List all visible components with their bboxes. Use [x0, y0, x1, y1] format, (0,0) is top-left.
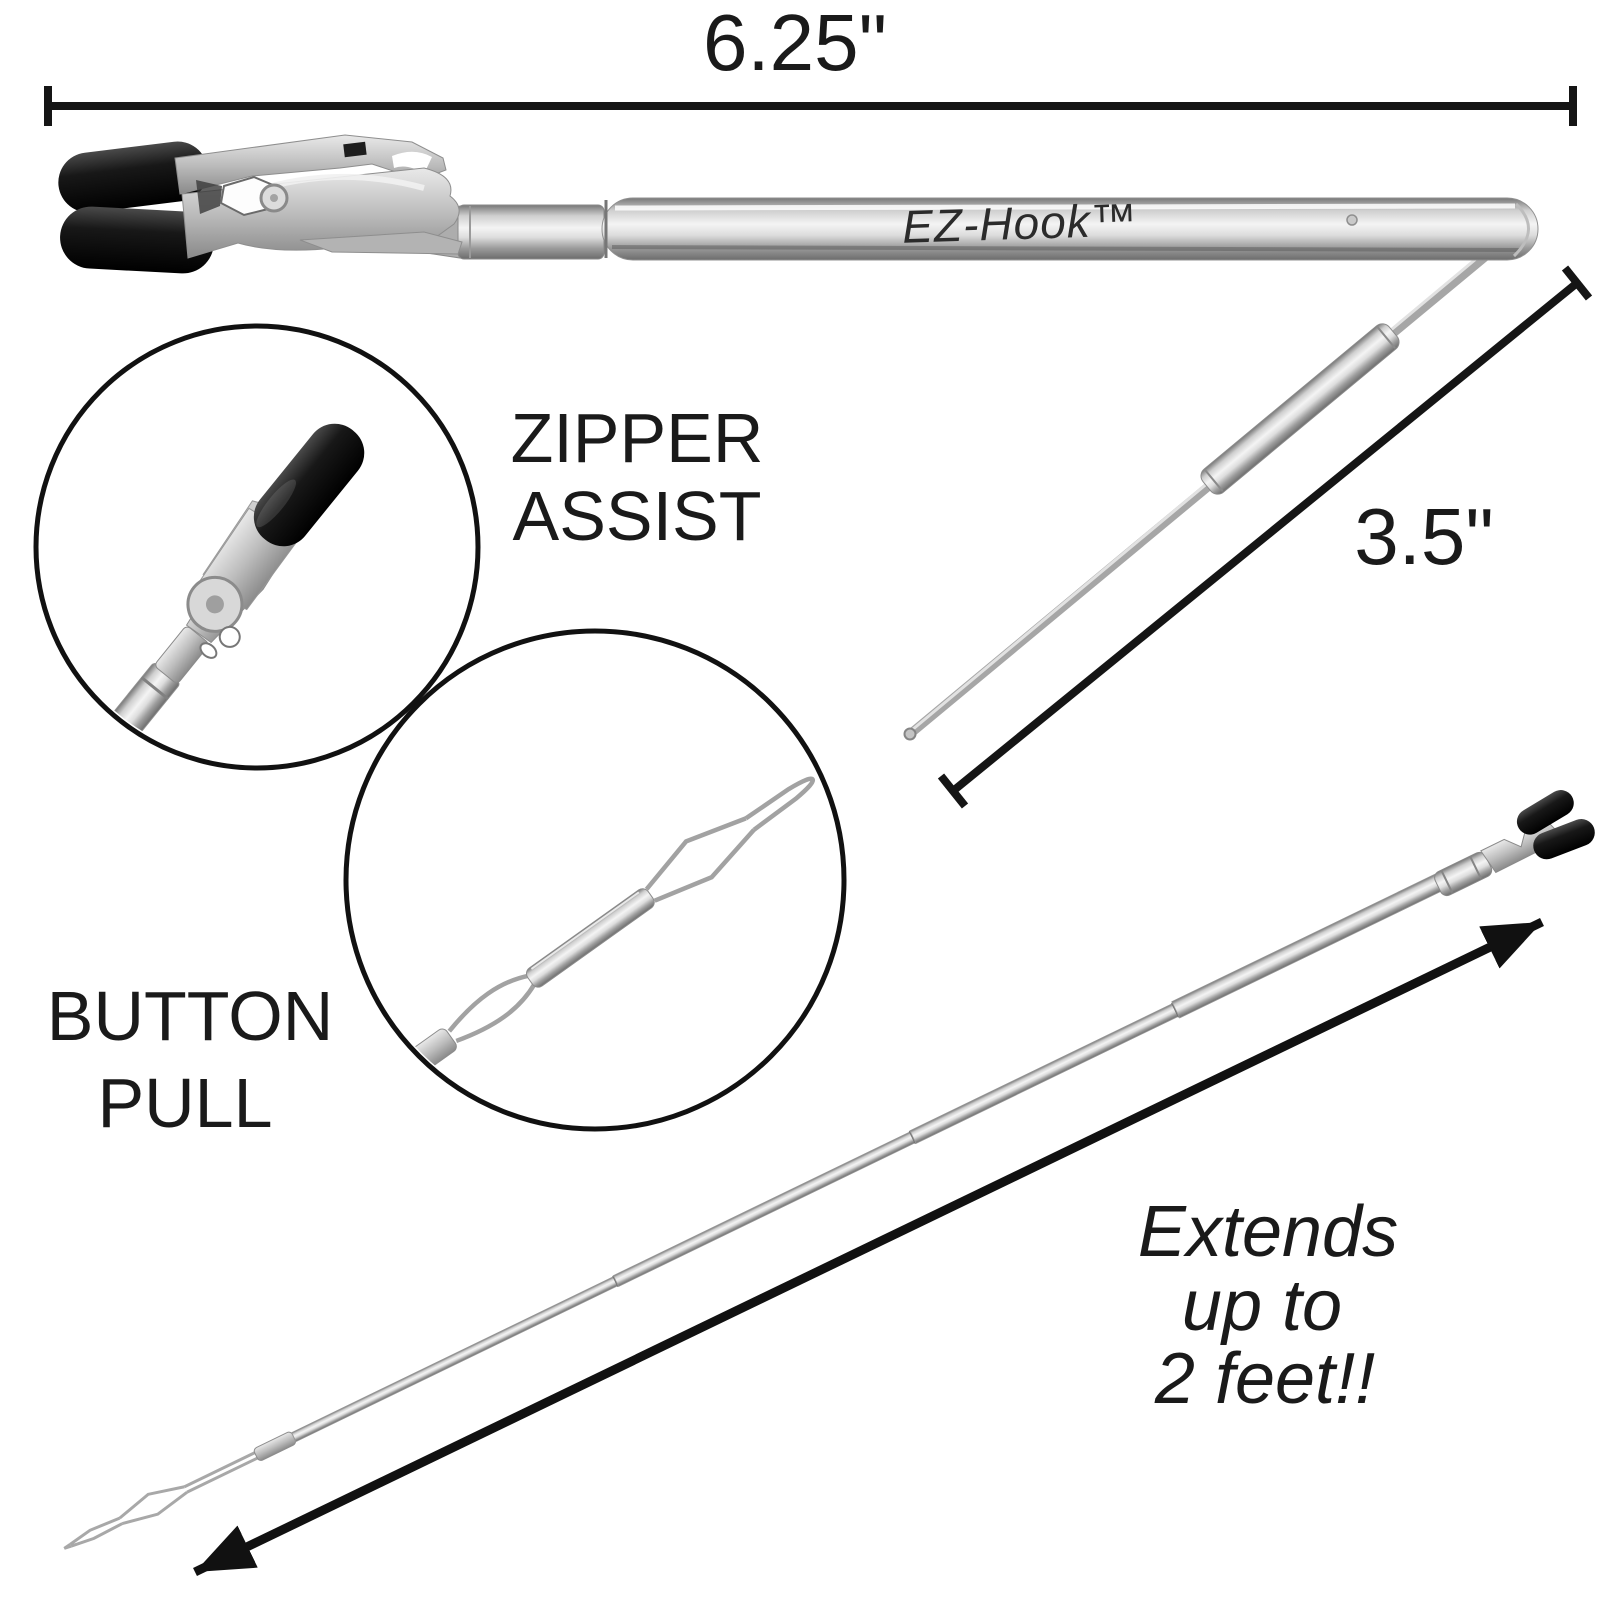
- hook-wire-tip: [903, 727, 917, 741]
- barrel-end-cap: [1512, 202, 1530, 258]
- dimension-hook-length: 3.5": [937, 265, 1593, 809]
- clip-spring-notch: [343, 141, 367, 158]
- barrel-tube: [601, 197, 1539, 261]
- button-pull-circle: [343, 628, 847, 1132]
- clip-shadow: [196, 180, 222, 214]
- hook-wire: [903, 241, 1502, 741]
- extension-arrow: [193, 917, 1544, 1577]
- dimension-tick-top: [1561, 265, 1593, 301]
- button-pull-label-line1: BUTTON: [47, 977, 334, 1055]
- overall-length-label: 6.25": [703, 0, 887, 87]
- rod-ferrule: [253, 1431, 296, 1461]
- hook-wire-shaft: [905, 242, 1502, 739]
- barrel-shade: [611, 245, 1521, 252]
- zipper-assist-label-line1: ZIPPER: [511, 399, 764, 477]
- dimension-overall-length: 6.25": [44, 0, 1577, 126]
- rod-clip-rubber-tip-upper: [1516, 790, 1574, 835]
- hook-wire-highlight: [910, 241, 1497, 732]
- clip-rivet-center: [270, 194, 278, 202]
- clip-rubber-tip-lower: [60, 206, 214, 274]
- barrel-pinhole: [1346, 214, 1358, 226]
- zipper-assist-callout: ZIPPER ASSIST: [33, 323, 764, 771]
- extension-note-line3: 2 feet!!: [1154, 1339, 1375, 1419]
- clip-lower-arm: [299, 231, 463, 255]
- extension-note-line1: Extends: [1138, 1192, 1398, 1272]
- dimension-line-diagonal: [950, 279, 1580, 795]
- extended-rod-clip: [1434, 790, 1595, 897]
- barrel-highlight: [614, 203, 1516, 211]
- extension-annotation: Extends up to 2 feet!!: [193, 917, 1544, 1577]
- dimension-tick-bottom: [937, 773, 969, 809]
- extension-note-line2: up to: [1182, 1266, 1342, 1346]
- clip-rubber-tip-upper: [58, 141, 208, 213]
- hook-wire-sleeve: [1200, 323, 1400, 495]
- button-pull-label-line2: PULL: [97, 1064, 272, 1142]
- zipper-assist-zoom: [45, 423, 365, 764]
- telescoping-barrel: EZ-Hook™: [397, 193, 1539, 261]
- zipper-assist-circle: [33, 323, 481, 771]
- alligator-clip: [58, 134, 463, 274]
- zipper-assist-label-line2: ASSIST: [513, 477, 762, 555]
- extended-rod: [63, 790, 1595, 1550]
- button-pull-callout: BUTTON PULL: [47, 628, 847, 1142]
- button-pull-zoom: [373, 776, 816, 1098]
- brand-label: EZ-Hook™: [901, 193, 1138, 252]
- hook-length-label: 3.5": [1354, 492, 1494, 581]
- barrel-collar: [457, 204, 605, 260]
- rod-clip-rubber-tip-lower: [1533, 819, 1595, 860]
